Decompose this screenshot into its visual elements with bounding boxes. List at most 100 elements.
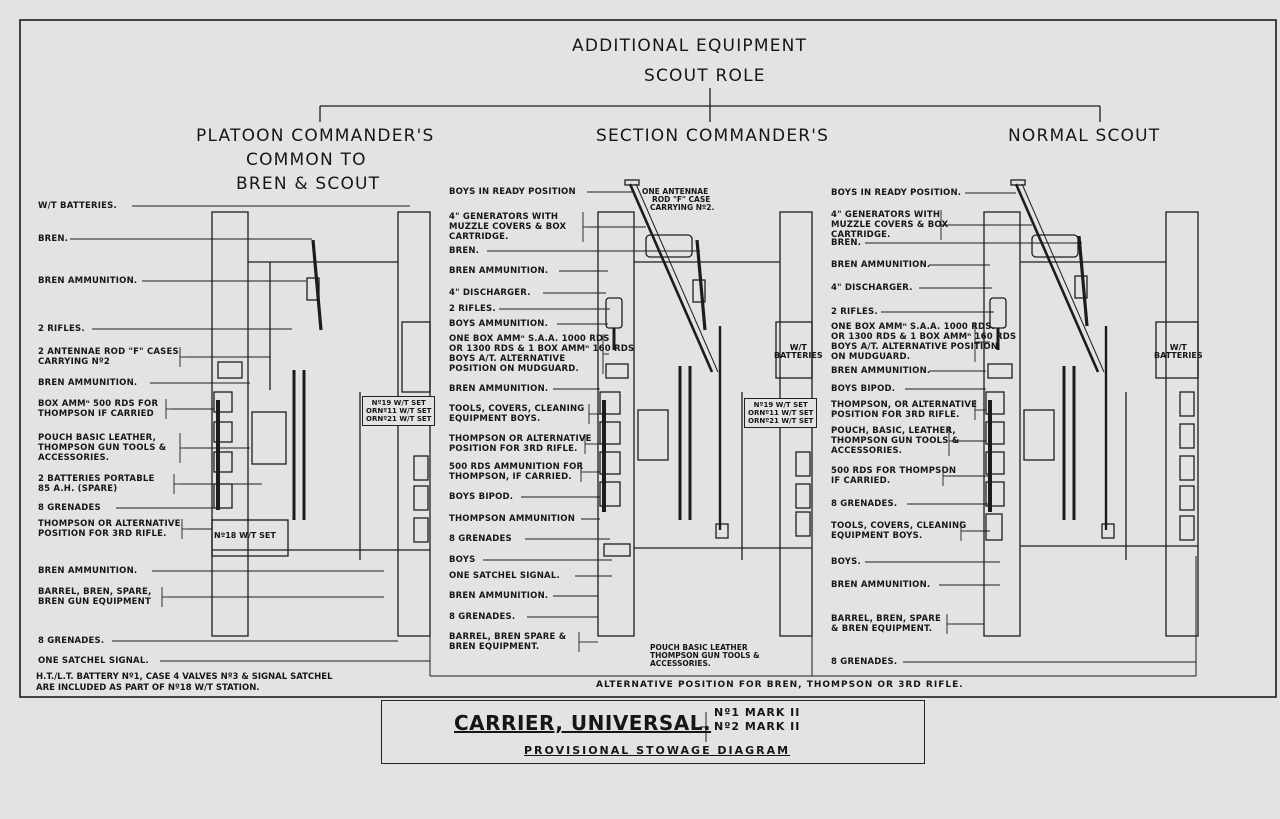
mark-2-label: Nº2 MARK II (714, 720, 801, 733)
callout-text: THOMPSON IF CARRIED (38, 409, 154, 419)
callout-text: BOX AMMⁿ 500 RDS FOR (38, 399, 159, 409)
middle-callout-19: 8 GRENADES. (449, 612, 515, 622)
header-line-1: ADDITIONAL EQUIPMENT (572, 36, 808, 56)
right-callout-3: BREN. (831, 238, 861, 248)
callout-text: BOYS (449, 555, 476, 565)
left-callout-3: BREN AMMUNITION. (38, 276, 137, 286)
callout-text: BOYS BIPOD. (449, 492, 514, 502)
right-callout-1: BOYS IN READY POSITION. (831, 188, 961, 198)
callout-text: EQUIPMENT BOYS. (831, 531, 923, 541)
middle-callout-15: 8 GRENADES (449, 534, 512, 544)
callout-text: POSITION ON MUDGUARD. (449, 364, 579, 374)
left-callout-8: POUCH BASIC LEATHER,THOMPSON GUN TOOLS &… (38, 433, 166, 463)
left-callout-12: BREN AMMUNITION. (38, 566, 137, 576)
middle-callout-14: THOMPSON AMMUNITION (449, 514, 575, 524)
right-callout-13: 8 GRENADES. (831, 499, 897, 509)
column-title-section: SECTION COMMANDER'S (596, 126, 830, 146)
callout-text: EQUIPMENT BOYS. (449, 414, 541, 424)
callout-text: THOMPSON GUN TOOLS & (38, 443, 167, 453)
callout-text: BREN AMMUNITION. (38, 378, 138, 388)
callout-text: BOYS. (831, 557, 861, 567)
column-title-platoon-1: PLATOON COMMANDER'S (196, 126, 435, 146)
callout-text: ACCESSORIES. (38, 453, 110, 463)
callout-text: ONE SATCHEL SIGNAL. (38, 656, 149, 666)
callout-text: 8 GRENADES (449, 534, 512, 544)
left-callout-14: 8 GRENADES. (38, 636, 104, 646)
callout-text: 8 GRENADES. (38, 636, 105, 646)
callout-text: ON MUDGUARD. (831, 352, 911, 362)
callout-text: OR 1300 RDS & 1 BOX AMMⁿ 160 RDS (831, 332, 1017, 342)
middle-callout-16: BOYS (449, 555, 475, 565)
antenna-case-label: ONE ANTENNAE ROD "F" CASE CARRYING Nº2. (642, 187, 715, 212)
callout-text: & BREN EQUIPMENT. (831, 624, 933, 634)
right-callout-5: 4" DISCHARGER. (831, 283, 913, 293)
callout-text: BREN AMMUNITION. (449, 591, 549, 601)
left-callout-2: BREN. (38, 234, 68, 244)
callout-text: CARRYING Nº2 (38, 357, 111, 367)
right-callout-18: 8 GRENADES. (831, 657, 897, 667)
callout-text: BOYS AMMUNITION. (449, 319, 549, 329)
middle-callout-9: BREN AMMUNITION. (449, 384, 548, 394)
middle-callout-5: 4" DISCHARGER. (449, 288, 531, 298)
callout-text: 4" GENERATORS WITH (449, 212, 559, 222)
callout-text: BARREL, BREN, SPARE (831, 614, 941, 624)
callout-text: 2 ANTENNAE ROD "F" CASES (38, 347, 179, 357)
callout-text: POSITION FOR 3RD RIFLE. (831, 410, 960, 420)
left-carrier-plan (211, 211, 431, 637)
callout-text: BREN AMMUNITION. (831, 260, 931, 270)
diagram-title: CARRIER, UNIVERSAL. (454, 711, 712, 735)
callout-text: BREN AMMUNITION. (38, 566, 138, 576)
callout-text: CARTRIDGE. (449, 232, 509, 242)
callout-text: BREN AMMUNITION. (449, 266, 549, 276)
callout-text: BOYS BIPOD. (831, 384, 896, 394)
alternative-position-note: ALTERNATIVE POSITION FOR BREN, THOMPSON … (596, 680, 964, 690)
callout-text: THOMPSON, OR ALTERNATIVE (831, 400, 978, 410)
callout-text: 500 RDS FOR THOMPSON (831, 466, 957, 476)
callout-text: 4" DISCHARGER. (831, 283, 913, 293)
callout-text: BREN. (449, 246, 480, 256)
callout-text: BREN AMMUNITION. (831, 366, 931, 376)
right-callout-16: BREN AMMUNITION. (831, 580, 930, 590)
callout-text: BREN EQUIPMENT. (449, 642, 540, 652)
callout-text: BREN AMMUNITION. (831, 580, 931, 590)
callout-text: BREN AMMUNITION. (38, 276, 138, 286)
callout-text: BREN. (38, 234, 69, 244)
callout-text: ONE BOX AMMⁿ S.A.A. 1000 RDS (449, 334, 610, 344)
callout-text: POSITION FOR 3RD RIFLE. (38, 529, 167, 539)
callout-text: ACCESSORIES. (831, 446, 903, 456)
middle-callout-3: BREN. (449, 246, 479, 256)
callout-text: W/T BATTERIES. (38, 201, 117, 211)
title-block: CARRIER, UNIVERSAL. Nº1 MARK II Nº2 MARK… (381, 700, 925, 764)
middle-callout-20: BARREL, BREN SPARE &BREN EQUIPMENT. (449, 632, 566, 652)
right-callout-17: BARREL, BREN, SPARE& BREN EQUIPMENT. (831, 614, 941, 634)
callout-text: ONE BOX AMMⁿ S.A.A. 1000 RDS. (831, 322, 995, 332)
left-callout-1: W/T BATTERIES. (38, 201, 117, 211)
left-callout-10: 8 GRENADES (38, 503, 101, 513)
callout-text: POUCH BASIC LEATHER, (38, 433, 156, 443)
right-callout-7: ONE BOX AMMⁿ S.A.A. 1000 RDS.OR 1300 RDS… (831, 322, 1016, 362)
callout-text: CARTRIDGE. (831, 230, 891, 240)
middle-callout-7: BOYS AMMUNITION. (449, 319, 548, 329)
callout-text: 500 RDS AMMUNITION FOR (449, 462, 584, 472)
callout-text: POSITION FOR 3RD RIFLE. (449, 444, 578, 454)
battery-note: H.T./L.T. BATTERY Nº1, CASE 4 VALVES Nº3… (36, 672, 333, 693)
callout-text: BOYS A/T. ALTERNATIVE POSITION (831, 342, 999, 352)
left-callout-15: ONE SATCHEL SIGNAL. (38, 656, 149, 666)
callout-text: TOOLS, COVERS, CLEANING (831, 521, 967, 531)
right-callout-6: 2 RIFLES. (831, 307, 878, 317)
callout-text: THOMPSON AMMUNITION (449, 514, 576, 524)
middle-callout-18: BREN AMMUNITION. (449, 591, 548, 601)
middle-callout-6: 2 RIFLES. (449, 304, 496, 314)
callout-text: 8 GRENADES. (449, 612, 516, 622)
right-callout-15: BOYS. (831, 557, 861, 567)
